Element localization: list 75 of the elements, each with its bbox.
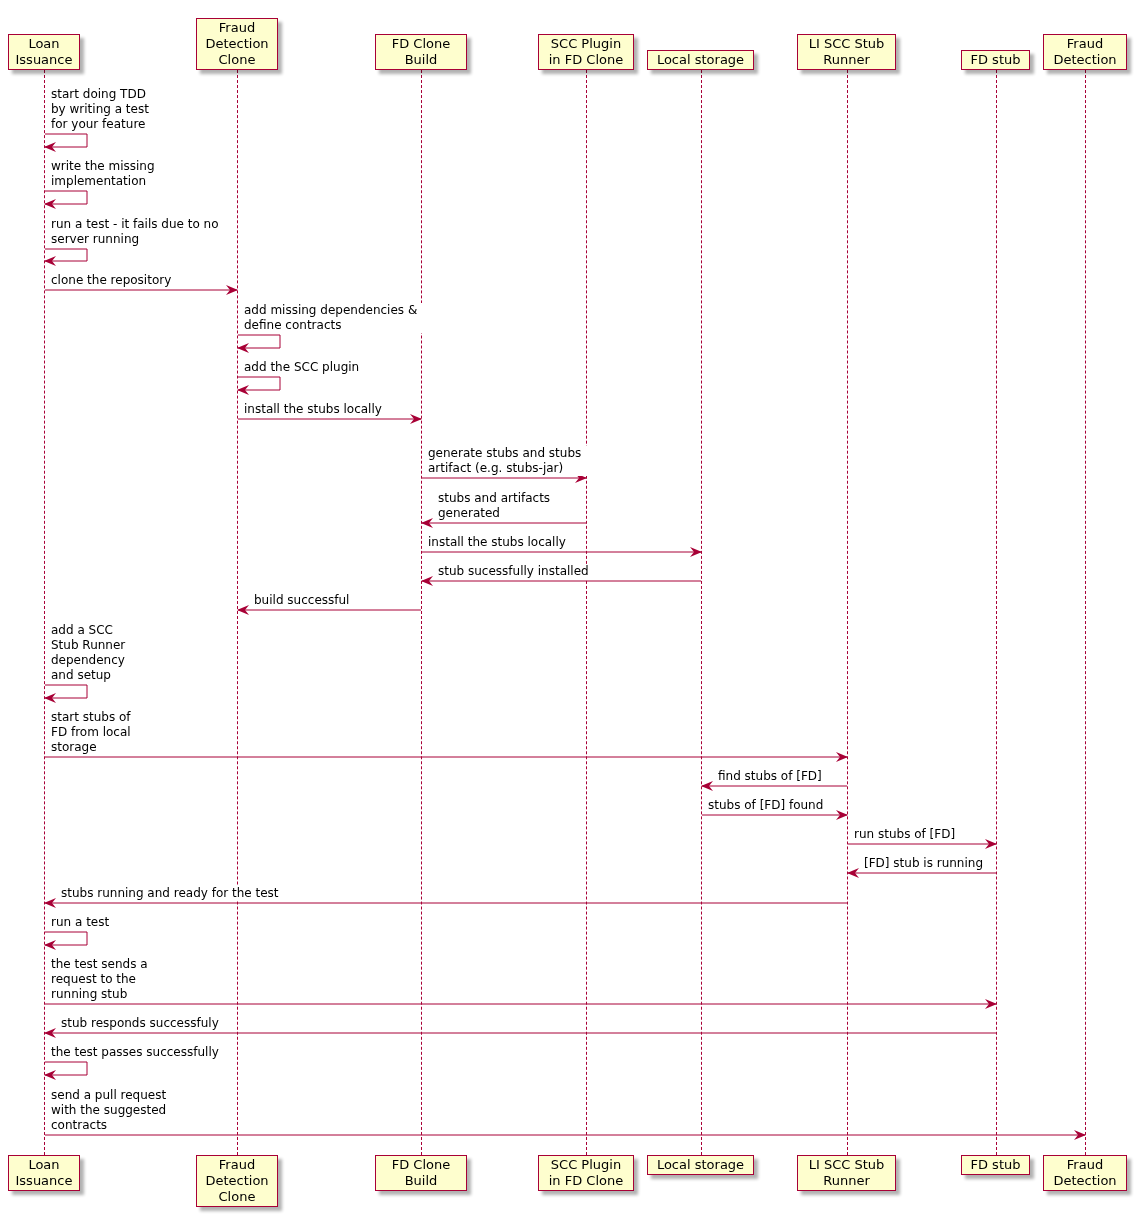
message-label: run a test - it fails due to no server running xyxy=(51,217,221,247)
participant-box xyxy=(797,1155,896,1191)
message-arrow xyxy=(44,898,848,908)
message-arrow xyxy=(237,334,281,353)
participant-box xyxy=(538,1155,634,1191)
message-label: stub responds successfuly xyxy=(61,1016,219,1031)
participant-name: SCC Plugin in FD Clone xyxy=(547,36,625,68)
participant-name: Fraud Detection Clone xyxy=(204,20,270,68)
message-label: add the SCC plugin xyxy=(244,360,360,375)
participant-box xyxy=(538,34,634,70)
message-arrow xyxy=(237,376,281,395)
participant-name: FD Clone Build xyxy=(390,1157,452,1189)
participant-box xyxy=(375,34,467,70)
participant-name: Fraud Detection xyxy=(1052,36,1118,68)
message-arrow xyxy=(701,810,848,820)
message-arrow xyxy=(237,414,422,424)
message-label: install the stubs locally xyxy=(244,402,382,417)
lifeline xyxy=(847,70,848,1155)
participant-name: SCC Plugin in FD Clone xyxy=(547,1157,625,1189)
message-label: find stubs of [FD] xyxy=(718,769,822,784)
message-arrow xyxy=(847,839,997,849)
message-arrow xyxy=(44,931,88,950)
participant-box xyxy=(196,18,278,70)
message-label: generate stubs and stubs artifact (e.g. stubs-jar) xyxy=(428,446,588,476)
message-arrow xyxy=(421,547,702,557)
message-arrow xyxy=(44,752,848,762)
participant-box xyxy=(8,1155,80,1191)
message-arrow xyxy=(44,1130,1086,1140)
message-label: the test passes successfully xyxy=(51,1045,219,1060)
message-arrow xyxy=(44,285,238,295)
participant-box xyxy=(375,1155,467,1191)
participant-name: LI SCC Stub Runner xyxy=(807,36,886,68)
participant-name: FD Clone Build xyxy=(390,36,452,68)
message-label: stubs of [FD] found xyxy=(708,798,824,813)
message-arrow xyxy=(701,781,848,791)
participant-name: Loan Issuance xyxy=(14,36,74,68)
message-arrow xyxy=(44,248,88,266)
participant-box xyxy=(8,34,80,70)
participant-box xyxy=(961,50,1030,70)
message-arrow xyxy=(237,605,422,615)
lifeline xyxy=(701,70,702,1155)
participant-name: Fraud Detection Clone xyxy=(204,1157,270,1205)
message-arrow xyxy=(847,868,997,878)
message-label: clone the repository xyxy=(51,273,172,288)
lifeline xyxy=(44,70,45,1155)
message-arrow xyxy=(421,518,587,528)
message-arrow xyxy=(44,999,997,1009)
message-arrow xyxy=(44,133,88,152)
participant-box xyxy=(647,1155,754,1175)
message-arrow xyxy=(44,1061,88,1080)
participant-box xyxy=(196,1155,278,1207)
participant-box xyxy=(1043,1155,1127,1191)
participant-box xyxy=(961,1155,1030,1175)
participant-name: FD stub xyxy=(969,52,1022,68)
lifeline xyxy=(996,70,997,1155)
message-arrow xyxy=(44,684,88,703)
participant-name: FD stub xyxy=(969,1157,1022,1173)
message-arrow xyxy=(44,190,88,209)
message-label: stubs running and ready for the test xyxy=(61,886,279,901)
participant-box xyxy=(797,34,896,70)
message-arrow xyxy=(421,576,702,586)
participant-box xyxy=(647,50,754,70)
participant-name: LI SCC Stub Runner xyxy=(807,1157,886,1189)
message-arrow xyxy=(44,1028,997,1038)
lifeline xyxy=(237,70,238,1155)
participant-name: Fraud Detection xyxy=(1052,1157,1118,1189)
lifeline xyxy=(1085,70,1086,1155)
message-label: run stubs of [FD] xyxy=(854,827,956,842)
participant-name: Local storage xyxy=(655,1157,746,1173)
participant-box xyxy=(1043,34,1127,70)
message-label: install the stubs locally xyxy=(428,535,566,550)
message-label: [FD] stub is running xyxy=(864,856,984,871)
participant-name: Local storage xyxy=(655,52,746,68)
message-label: stub sucessfully installed xyxy=(438,564,589,579)
participant-name: Loan Issuance xyxy=(14,1157,74,1189)
